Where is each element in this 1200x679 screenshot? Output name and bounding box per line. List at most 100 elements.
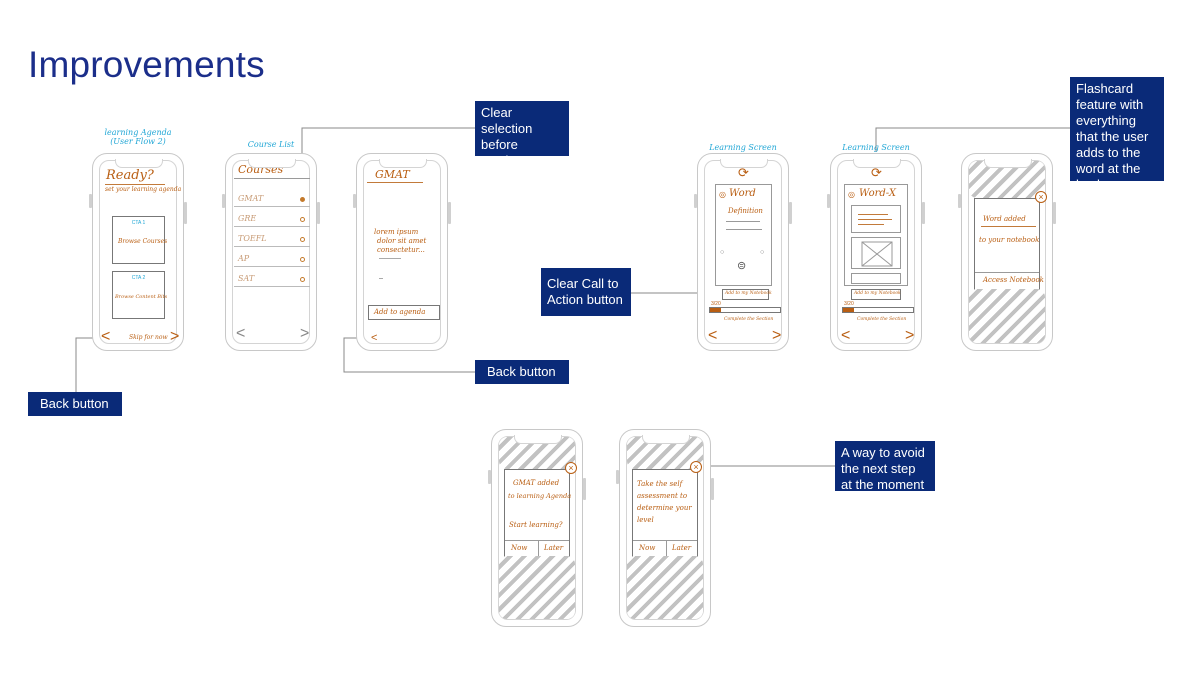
skip-for-now-link[interactable]: Skip for now	[129, 334, 168, 341]
next-chevron-icon[interactable]: >	[772, 327, 782, 344]
course-radio-button[interactable]	[300, 217, 305, 222]
now-button[interactable]: Now	[639, 544, 656, 552]
later-button[interactable]: Later	[672, 544, 692, 552]
dimmed-background	[969, 289, 1045, 343]
dialog-question: Start learning?	[509, 521, 563, 529]
course-item-label: SAT	[238, 274, 255, 283]
word-title: Word	[729, 188, 756, 199]
course-item-divider	[234, 226, 310, 227]
heading-underline	[105, 184, 165, 185]
footer-text: Complete the Section	[724, 317, 774, 322]
sketch-line	[379, 258, 401, 259]
course-radio-button[interactable]	[300, 197, 305, 202]
option-icon[interactable]: ○	[720, 249, 725, 256]
course-radio-button[interactable]	[300, 257, 305, 262]
definition-label: Definition	[728, 207, 763, 215]
cta-label: CTA 1	[131, 220, 146, 226]
ready-heading: Ready?	[106, 168, 154, 183]
image-placeholder-icon	[861, 241, 893, 267]
gmat-added-dialog: GMAT added to learning Agenda Start lear…	[504, 469, 572, 558]
next-chevron-icon[interactable]: >	[905, 327, 915, 344]
callout-avoid-step: A way to avoid the next step at the mome…	[835, 441, 935, 492]
ready-subtext: set your learning agenda	[105, 186, 182, 193]
menu-circle-icon[interactable]: ⊜	[737, 260, 747, 272]
caption-line: learning Agenda	[104, 128, 172, 137]
gmat-heading: GMAT	[375, 168, 410, 181]
phone-side-button	[958, 194, 961, 208]
course-item-divider	[234, 246, 310, 247]
phone-side-button	[711, 478, 714, 500]
course-item-divider	[234, 286, 310, 287]
progress-fill	[843, 308, 854, 312]
speaker-icon[interactable]: ◎	[719, 190, 726, 199]
phone-side-button	[488, 470, 491, 484]
progress-bar	[709, 307, 781, 313]
dialog-divider	[505, 540, 569, 541]
course-item-label: AP	[238, 254, 250, 263]
dialog-text: to learning Agenda	[508, 492, 572, 500]
phone-notch	[720, 159, 768, 168]
phone-learning-screen-2: ⟳ ◎ Word-X Add to my Notebook 3/20 Compl…	[827, 153, 925, 351]
dimmed-background	[499, 556, 575, 619]
dialog-divider	[633, 540, 697, 541]
screen-caption: learning Agenda (User Flow 2)	[92, 128, 184, 146]
later-button[interactable]: Later	[544, 544, 564, 552]
phone-side-button	[583, 478, 586, 500]
option-icon[interactable]: ○	[760, 249, 765, 256]
back-chevron-icon[interactable]: <	[101, 328, 111, 345]
phone-side-button	[694, 194, 697, 208]
word-title: Word-X	[859, 188, 896, 199]
gmat-body-text: consectetur...	[377, 246, 425, 254]
refresh-icon[interactable]: ⟳	[738, 165, 749, 180]
refresh-icon[interactable]: ⟳	[871, 165, 882, 180]
dialog-button-separator	[538, 540, 539, 557]
add-to-notebook-button[interactable]: Add to my Notebook	[722, 289, 772, 300]
screen-caption: Learning Screen	[709, 143, 777, 152]
dialog-divider	[975, 272, 1039, 273]
dialog-text: assessment to	[637, 492, 688, 500]
now-button[interactable]: Now	[511, 544, 528, 552]
phone-notch	[115, 159, 163, 168]
course-radio-button[interactable]	[300, 277, 305, 282]
button-label: Add to agenda	[374, 308, 426, 316]
dialog-text: level	[637, 516, 654, 524]
dialog-text: Take the self	[637, 480, 683, 488]
phone-ready-screen: Ready? set your learning agenda CTA 1 Br…	[89, 153, 187, 351]
cta-label: CTA 2	[131, 275, 146, 281]
back-chevron-icon[interactable]: <	[708, 327, 718, 344]
dialog-button-separator	[666, 540, 667, 557]
course-item-label: GMAT	[238, 194, 264, 203]
cta-text: Browse Content Bits	[115, 294, 168, 300]
callout-back-button-middle: Back button	[475, 360, 569, 384]
phone-side-button	[789, 202, 792, 224]
course-item-label: GRE	[238, 214, 257, 223]
phone-gmat-added-modal: GMAT added to learning Agenda Start lear…	[488, 429, 586, 627]
next-chevron-icon[interactable]: >	[300, 325, 310, 342]
close-icon[interactable]: ×	[565, 462, 577, 474]
close-icon[interactable]: ×	[1035, 191, 1047, 203]
sketch-line	[726, 221, 760, 222]
phone-learning-screen-1: ⟳ ◎ Word Definition ○ ○ ⊜ Add to my Note…	[694, 153, 792, 351]
course-radio-button[interactable]	[300, 237, 305, 242]
progress-count: 3/20	[711, 301, 721, 307]
sketch-line	[858, 219, 892, 220]
next-chevron-icon[interactable]: >	[170, 328, 180, 345]
add-to-notebook-button[interactable]: Add to my Notebook	[851, 289, 901, 300]
screen-caption: Learning Screen	[842, 143, 910, 152]
cta-browse-content-bits[interactable]: CTA 2 Browse Content Bits	[112, 271, 168, 319]
sketch-line	[858, 214, 888, 215]
back-chevron-icon[interactable]: <	[371, 332, 378, 344]
button-label: Add to my Notebook	[725, 291, 772, 296]
sketch-line	[981, 226, 1036, 227]
cta-browse-courses[interactable]: CTA 1 Browse Courses	[112, 216, 167, 264]
back-chevron-icon[interactable]: <	[841, 327, 851, 344]
add-to-agenda-button[interactable]: Add to agenda	[368, 305, 440, 320]
phone-side-button	[89, 194, 92, 208]
heading-underline	[367, 182, 423, 183]
access-notebook-button[interactable]: Access Notebook	[983, 276, 1044, 284]
speaker-icon[interactable]: ◎	[848, 190, 855, 199]
back-chevron-icon[interactable]: <	[236, 325, 246, 342]
close-icon[interactable]: ×	[690, 461, 702, 473]
phone-notch	[248, 159, 296, 168]
page-title: Improvements	[28, 44, 265, 85]
